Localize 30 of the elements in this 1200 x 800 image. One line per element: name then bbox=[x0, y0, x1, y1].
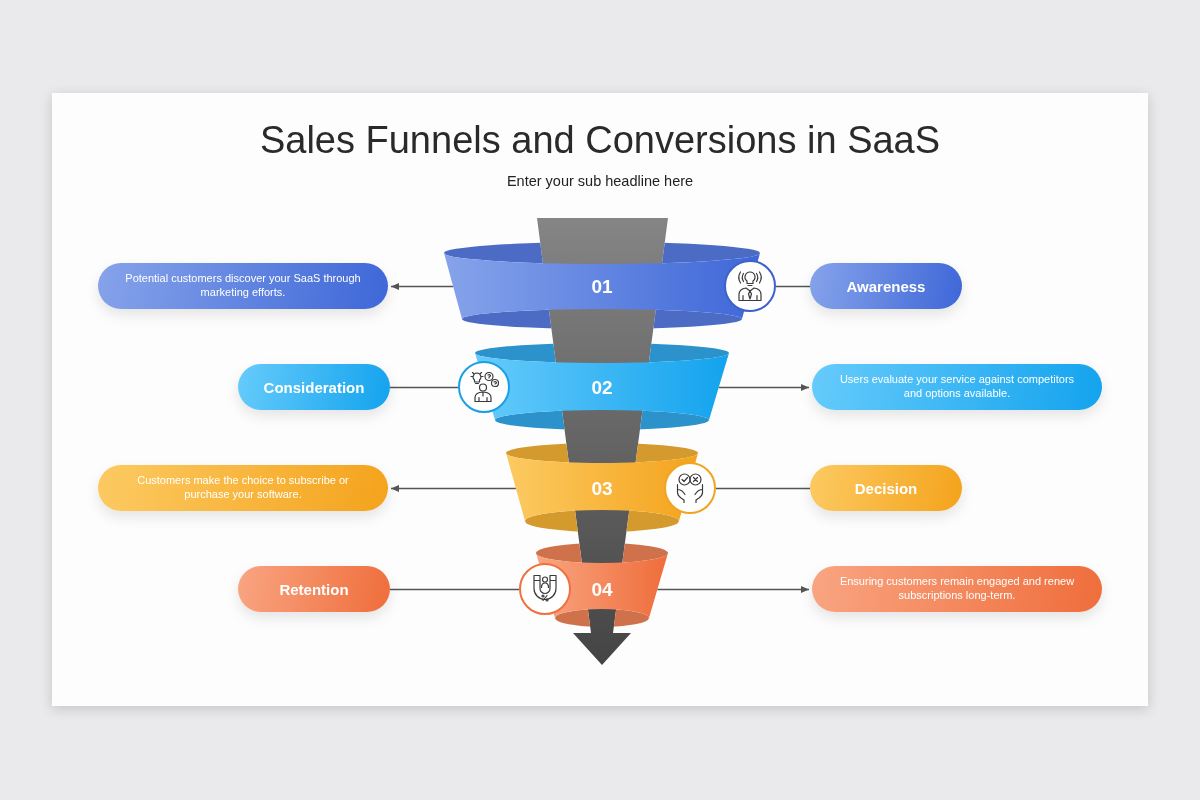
connector-line bbox=[715, 487, 811, 490]
stage-number: 02 bbox=[591, 377, 613, 397]
stage-pill bbox=[812, 566, 1102, 612]
arrow bbox=[390, 283, 454, 290]
stage-description: Users evaluate your service against competitors and options available. bbox=[838, 373, 1076, 401]
arrow bbox=[390, 485, 517, 492]
arrow bbox=[656, 586, 810, 593]
stage-description: Potential customers discover your SaaS through marketing efforts. bbox=[124, 272, 362, 300]
stage-pill bbox=[812, 364, 1102, 410]
connector-line bbox=[389, 386, 459, 389]
stage-pill bbox=[98, 263, 388, 309]
arrow bbox=[718, 384, 810, 391]
connector-line bbox=[389, 588, 520, 591]
stage-number: 01 bbox=[591, 276, 613, 296]
subtitle: Enter your sub headline here bbox=[506, 173, 694, 191]
stage-number: 03 bbox=[591, 478, 613, 498]
stage-pill bbox=[810, 263, 962, 309]
title: Sales Funnels and Conversions in SaaS bbox=[259, 120, 941, 162]
stage-name: Retention bbox=[279, 580, 349, 598]
stage-pill bbox=[810, 465, 962, 511]
stage-description: Ensuring customers remain engaged and renew subscriptions long-term. bbox=[838, 575, 1076, 603]
stage-pill bbox=[238, 364, 390, 410]
stage-pill bbox=[238, 566, 390, 612]
stage-number: 04 bbox=[591, 579, 613, 599]
stage-name: Awareness bbox=[846, 277, 926, 295]
stage-pill bbox=[98, 465, 388, 511]
stage-name: Decision bbox=[854, 479, 918, 497]
stage-description: Customers make the choice to subscribe or purchase your software. bbox=[136, 474, 350, 502]
connector-line bbox=[775, 285, 811, 288]
stage-name: Consideration bbox=[263, 378, 365, 396]
